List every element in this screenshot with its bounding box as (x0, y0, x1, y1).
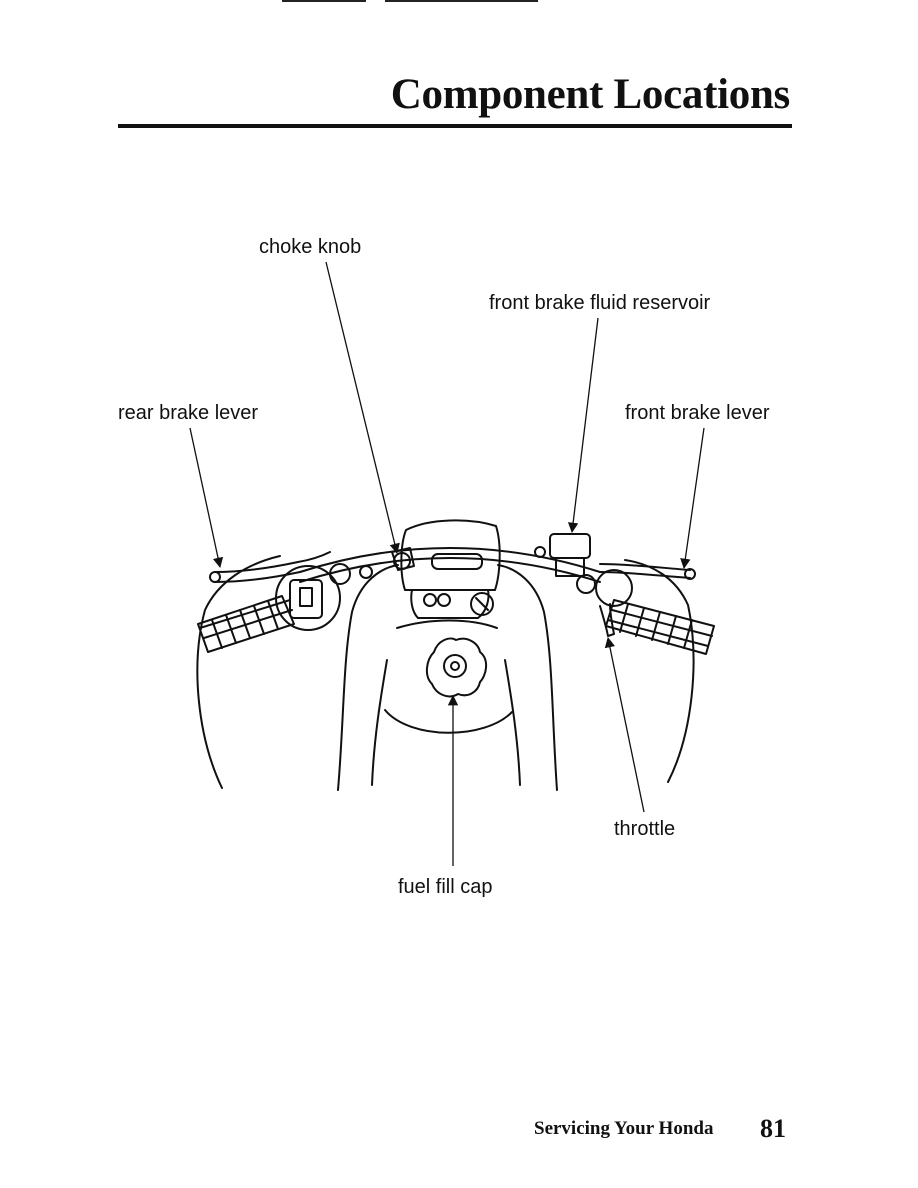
label-front-brake-fluid-reservoir: front brake fluid reservoir (489, 292, 711, 314)
handlebar (299, 547, 601, 573)
top-rule-right (385, 0, 538, 2)
leader-front-brake-fluid-reservoir (567, 317, 599, 534)
label-throttle: throttle (614, 818, 676, 840)
leader-rear-brake-lever (189, 427, 224, 569)
right-fender (624, 559, 695, 783)
fuel-fill-cap (426, 637, 487, 698)
title-underline (118, 124, 792, 128)
page-title: Component Locations (390, 71, 791, 118)
right-grip (605, 599, 715, 655)
instrument-cluster (400, 519, 501, 591)
throttle-housing (595, 569, 633, 607)
fuel-tank (337, 564, 558, 791)
throttle-lever (599, 603, 615, 637)
label-front-brake-lever: front brake lever (625, 402, 770, 424)
leader-front-brake-lever (680, 427, 705, 570)
page-number: 81 (760, 1114, 786, 1143)
left-fender (196, 555, 281, 789)
top-rule-left (282, 0, 366, 2)
leader-throttle (604, 636, 645, 813)
leader-choke-knob (325, 261, 400, 555)
front-brake-lever (599, 563, 691, 579)
label-choke-knob: choke knob (259, 236, 362, 258)
left-switch-housing (275, 565, 341, 631)
label-rear-brake-lever: rear brake lever (118, 402, 259, 424)
front-brake-fluid-reservoir (549, 533, 591, 559)
rear-brake-lever (214, 551, 331, 573)
label-fuel-fill-cap: fuel fill cap (398, 876, 493, 898)
footer-section-title: Servicing Your Honda (534, 1118, 714, 1139)
